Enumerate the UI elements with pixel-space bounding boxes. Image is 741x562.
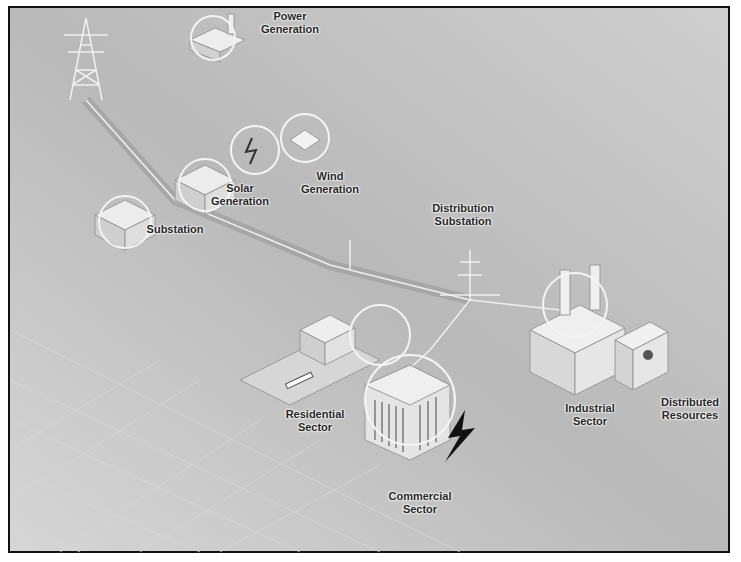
sector-label: Substation (130, 223, 220, 236)
sector-label: Commercial Sector (380, 490, 460, 515)
sector-label: Power Generation (250, 10, 330, 35)
sector-label: Residential Sector (275, 408, 355, 433)
sector-label: Industrial Sector (555, 402, 625, 427)
sector-label: Wind Generation (295, 170, 365, 195)
sector-label: Solar Generation (205, 182, 275, 207)
sector-label: Distributed Resources (653, 396, 728, 421)
sector-label: Distribution Substation (416, 202, 511, 227)
